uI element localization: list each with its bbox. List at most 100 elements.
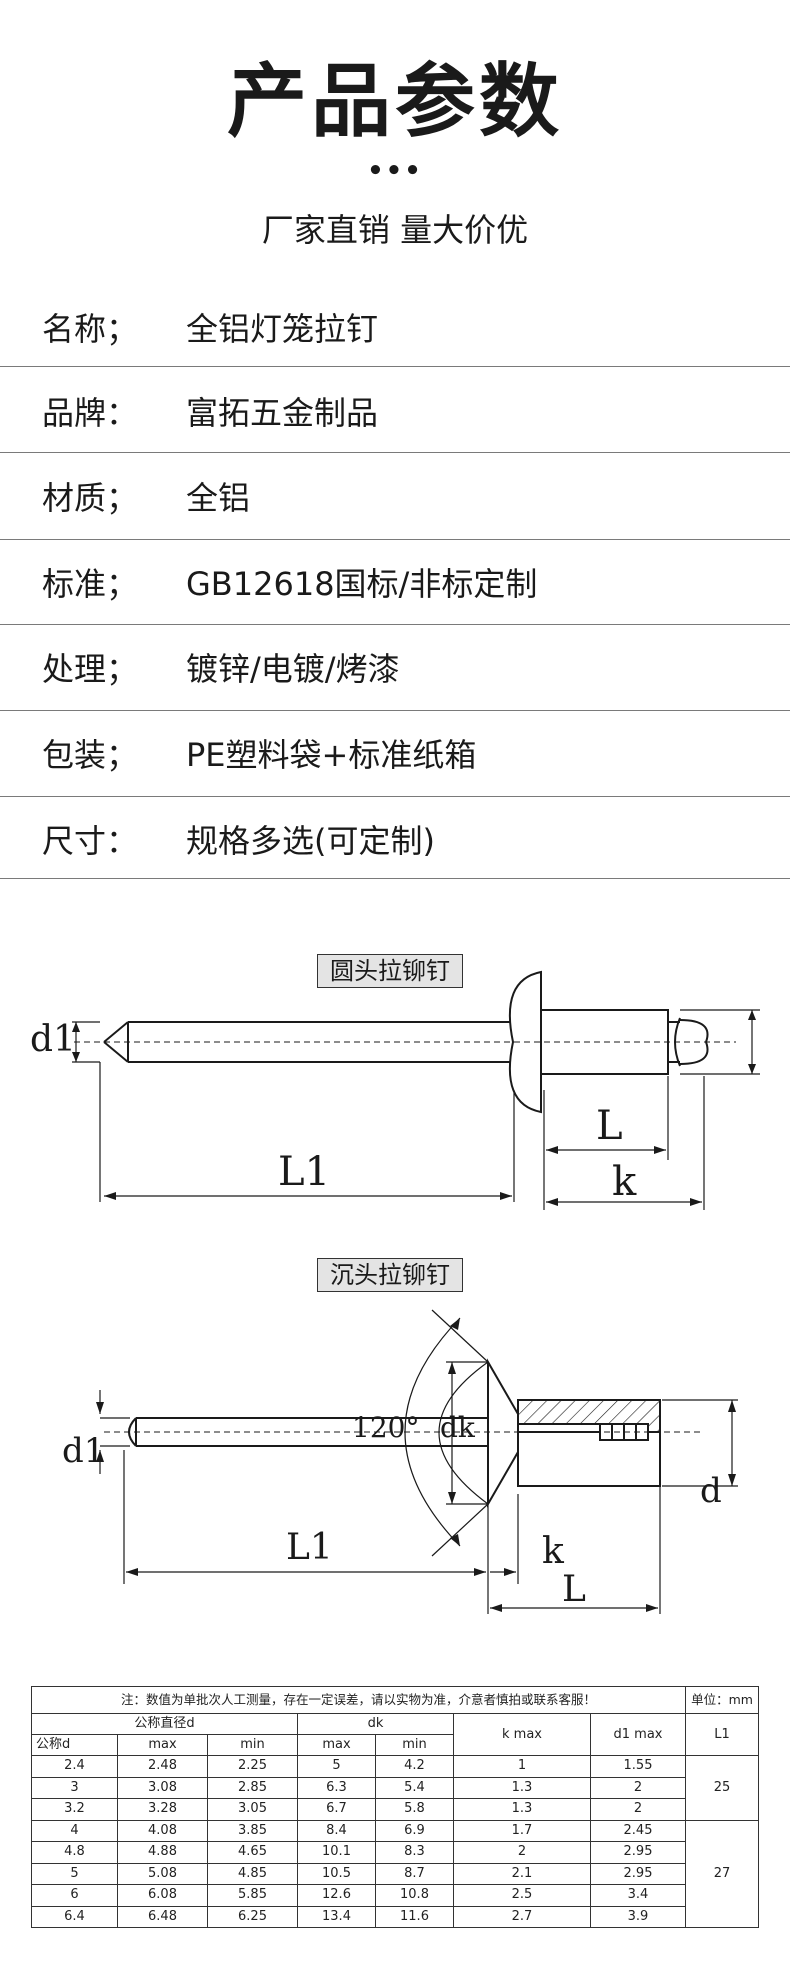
dimension-table: 注：数值为单批次人工测量，存在一定误差，请以实物为准，介意者慎拍或联系客服！ 单… [30,1686,760,1928]
cell: 8.3 [375,1841,454,1864]
header-d1max: d1 max [589,1713,687,1756]
cell: 10.5 [297,1862,376,1885]
table-row: 6.4 6.48 6.25 13.4 11.6 2.7 3.9 [31,1905,759,1928]
table-row: 4.8 4.88 4.65 10.1 8.3 2 2.95 [31,1841,759,1864]
spec-value: GB12618国标/非标定制 [186,565,538,603]
spec-row-packaging: 包装； PE塑料袋+标准纸箱 [0,712,790,798]
subheader: max [297,1734,376,1756]
spec-label: 处理； [42,650,139,688]
cell: 1.3 [453,1798,591,1821]
round-head-rivet-title: 圆头拉铆钉 [317,954,463,988]
divider [0,539,790,540]
cell: 2.5 [453,1884,591,1907]
d-label: d [700,1471,722,1511]
cell: 6 [31,1884,118,1907]
d1-label: d1 [30,1019,76,1060]
spec-label: 名称； [42,310,139,348]
spec-label: 包装； [42,736,139,774]
subheader: min [375,1734,454,1756]
cell: 5.85 [207,1884,298,1907]
cell: 3.28 [117,1798,208,1821]
L-label: L [562,1569,586,1610]
cell: 13.4 [297,1905,376,1928]
cell: 6.7 [297,1798,376,1821]
dk-label: dk [440,1411,475,1444]
cell: 2.25 [207,1755,298,1778]
cell: 1.7 [453,1819,591,1842]
cell: 10.1 [297,1841,376,1864]
subheader: max [117,1734,208,1756]
spec-label: 尺寸： [42,822,139,860]
countersunk-rivet-title: 沉头拉铆钉 [317,1258,463,1292]
round-head-rivet-diagram: 圆头拉铆钉 d1 L L1 k [0,940,790,1220]
cell: 2.1 [453,1862,591,1885]
cell: 2.95 [589,1862,687,1885]
spec-row-material: 材质； 全铝 [0,455,790,541]
cell: 4.88 [117,1841,208,1864]
table-row: 2.4 2.48 2.25 5 4.2 1 1.55 25 [31,1755,760,1821]
cell: 6.9 [375,1819,454,1842]
cell: 6.25 [207,1905,298,1928]
countersunk-rivet-drawing [96,1309,738,1614]
cell: 5.4 [375,1776,454,1799]
cell: 2 [589,1776,687,1799]
cell: 6.08 [117,1884,208,1907]
title-dots: ••• [367,156,423,186]
cell: 8.7 [375,1862,454,1885]
divider [0,878,790,879]
cell: 4.8 [31,1841,118,1864]
L1-label: L1 [286,1527,333,1568]
header-dk: dk [297,1713,454,1735]
cell: 3.05 [207,1798,298,1821]
table-row: 6 6.08 5.85 12.6 10.8 2.5 3.4 [31,1884,759,1907]
cell: 2.48 [117,1755,208,1778]
page-title: 产品参数 [227,55,563,148]
spec-row-size: 尺寸： 规格多选(可定制) [0,798,790,884]
table-note: 注：数值为单批次人工测量，存在一定误差，请以实物为准，介意者慎拍或联系客服！ [30,1686,687,1714]
cell: 2.45 [589,1819,687,1842]
cell: 3.2 [31,1798,118,1821]
spec-label: 材质； [42,479,139,517]
d1-label: d1 [62,1431,106,1471]
spec-value: 全铝灯笼拉钉 [186,310,379,348]
k-label: k [612,1159,637,1205]
cell: 10.8 [375,1884,454,1907]
page-subtitle: 厂家直销 量大价优 [261,211,529,249]
spec-value: 镀锌/电镀/烤漆 [186,650,400,688]
cell: 2.7 [453,1905,591,1928]
cell: 3.4 [589,1884,687,1907]
cell: 1.55 [589,1755,687,1778]
header-L1: L1 [685,1713,760,1756]
round-head-rivet-drawing [72,970,760,1210]
divider [0,366,790,367]
angle-label: 120° [352,1411,420,1444]
cell: 4.08 [117,1819,208,1842]
spec-value: 富拓五金制品 [186,394,379,432]
divider [0,796,790,797]
cell: 4.85 [207,1862,298,1885]
k-label: k [542,1531,564,1572]
cell: 5 [31,1862,118,1885]
cell: 11.6 [375,1905,454,1928]
cell: 1 [453,1755,591,1778]
cell: 4 [31,1819,118,1842]
cell: 3.85 [207,1819,298,1842]
cell: 5 [297,1755,376,1778]
cell: 3.9 [589,1905,687,1928]
table-row: 5 5.08 4.85 10.5 8.7 2.1 2.95 [31,1862,759,1885]
cell: 3.08 [117,1776,208,1799]
cell: 2.85 [207,1776,298,1799]
cell: 2 [453,1841,591,1864]
table-row: 3 3.08 2.85 6.3 5.4 1.3 2 [31,1776,759,1799]
subheader: min [207,1734,298,1756]
header-kmax: k max [453,1713,591,1756]
cell: 2.95 [589,1841,687,1864]
spec-value: 全铝 [186,479,251,517]
cell: 4.65 [207,1841,298,1864]
cell-L1: 27 [685,1819,760,1928]
divider [0,452,790,453]
table-row: 3.2 3.28 3.05 6.7 5.8 1.3 2 [31,1798,759,1821]
divider [0,710,790,711]
table-unit: 单位：mm [685,1686,760,1714]
spec-row-treatment: 处理； 镀锌/电镀/烤漆 [0,626,790,712]
